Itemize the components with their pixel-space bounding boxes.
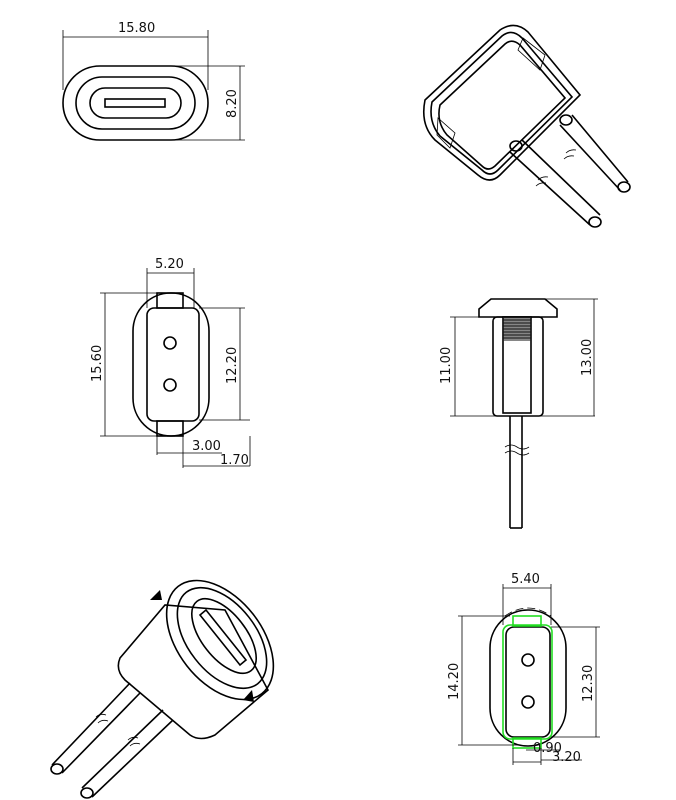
- front-oval-outer: [165, 579, 275, 701]
- offset-dimension: 1.70: [220, 453, 249, 468]
- top-width-dimension: 5.20: [155, 257, 184, 272]
- inner-oval: [89, 87, 182, 119]
- panel-cutout-view: 5.40 14.20 12.30 0.90 3.20: [447, 572, 600, 765]
- inner-body: [146, 307, 200, 422]
- body-height-dimension: 11.00: [439, 347, 454, 384]
- pin-hole-1: [521, 653, 535, 667]
- pin-hole-2: [163, 378, 177, 392]
- outer-oval: [62, 65, 209, 141]
- inner-height-dimension: 12.20: [225, 347, 240, 384]
- bottom-width-dimension: 3.20: [552, 750, 581, 765]
- bottom-width-dimension: 3.00: [192, 439, 221, 454]
- back-view: 5.20 15.60 12.20 3.00 1.70: [90, 257, 251, 468]
- inner-height-dimension: 12.30: [581, 665, 596, 702]
- width-dimension: 15.80: [118, 21, 155, 36]
- width-dimension: 5.40: [511, 572, 540, 587]
- height-dimension: 8.20: [225, 89, 240, 118]
- flange: [478, 298, 558, 318]
- pin-hole-2: [521, 695, 535, 709]
- outer-oval: [489, 609, 567, 747]
- front-view: 15.80 8.20: [62, 21, 245, 141]
- cutout-outline: [502, 624, 553, 740]
- total-height-dimension: 13.00: [580, 339, 595, 376]
- isometric-rear-view: [422, 24, 631, 228]
- height-dimension: 14.20: [447, 663, 462, 700]
- pin-hole-1: [163, 336, 177, 350]
- outer-oval: [132, 292, 210, 437]
- isometric-front-view: [50, 579, 275, 799]
- usb-slot: [104, 98, 166, 108]
- side-view: 11.00 13.00: [439, 298, 598, 529]
- height-dimension: 15.60: [90, 345, 105, 382]
- gap-dimension: 0.90: [533, 741, 562, 756]
- middle-oval: [75, 76, 196, 130]
